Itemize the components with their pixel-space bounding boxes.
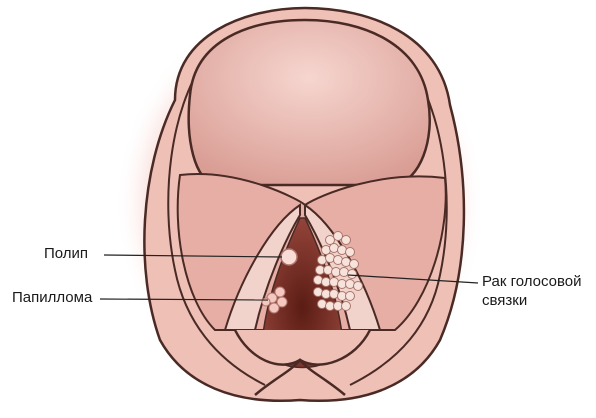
cancer-label: Рак голосовой связки <box>482 272 582 310</box>
cancer-label-line1: Рак голосовой <box>482 272 582 291</box>
polyp-lesion <box>281 249 297 265</box>
papilloma-label: Папиллома <box>12 288 92 307</box>
epiglottis <box>189 20 430 185</box>
cancer-label-line2: связки <box>482 291 582 310</box>
polyp-label: Полип <box>44 244 88 263</box>
